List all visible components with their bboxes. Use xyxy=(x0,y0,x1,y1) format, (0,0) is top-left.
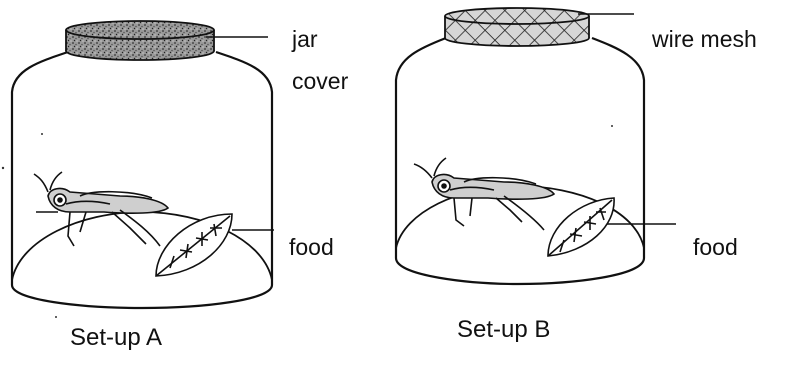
jar-b-mesh-cover xyxy=(445,8,589,46)
speck xyxy=(55,316,57,318)
speck xyxy=(2,167,4,169)
grasshopper-a-icon xyxy=(34,172,168,246)
grasshopper-b-icon xyxy=(414,158,554,230)
wire-mesh-label: wire mesh xyxy=(652,28,757,51)
leaf-b-icon xyxy=(548,198,614,256)
jar-a-floor xyxy=(12,212,272,280)
speck xyxy=(41,133,43,135)
jar-a-body xyxy=(12,52,272,308)
jar-b-body xyxy=(396,38,644,284)
jar-cover-label-line1: jar xyxy=(292,28,318,51)
setup-a-caption: Set-up A xyxy=(70,326,162,350)
leaf-a-icon xyxy=(156,214,232,276)
jar-a xyxy=(12,21,274,308)
jar-b xyxy=(396,8,676,284)
setup-b-caption: Set-up B xyxy=(457,318,550,342)
jar-cover-label-line2: cover xyxy=(292,70,348,93)
food-label-b: food xyxy=(693,236,738,259)
food-label-a: food xyxy=(289,236,334,259)
speck xyxy=(611,125,613,127)
jar-a-cover xyxy=(66,21,214,60)
